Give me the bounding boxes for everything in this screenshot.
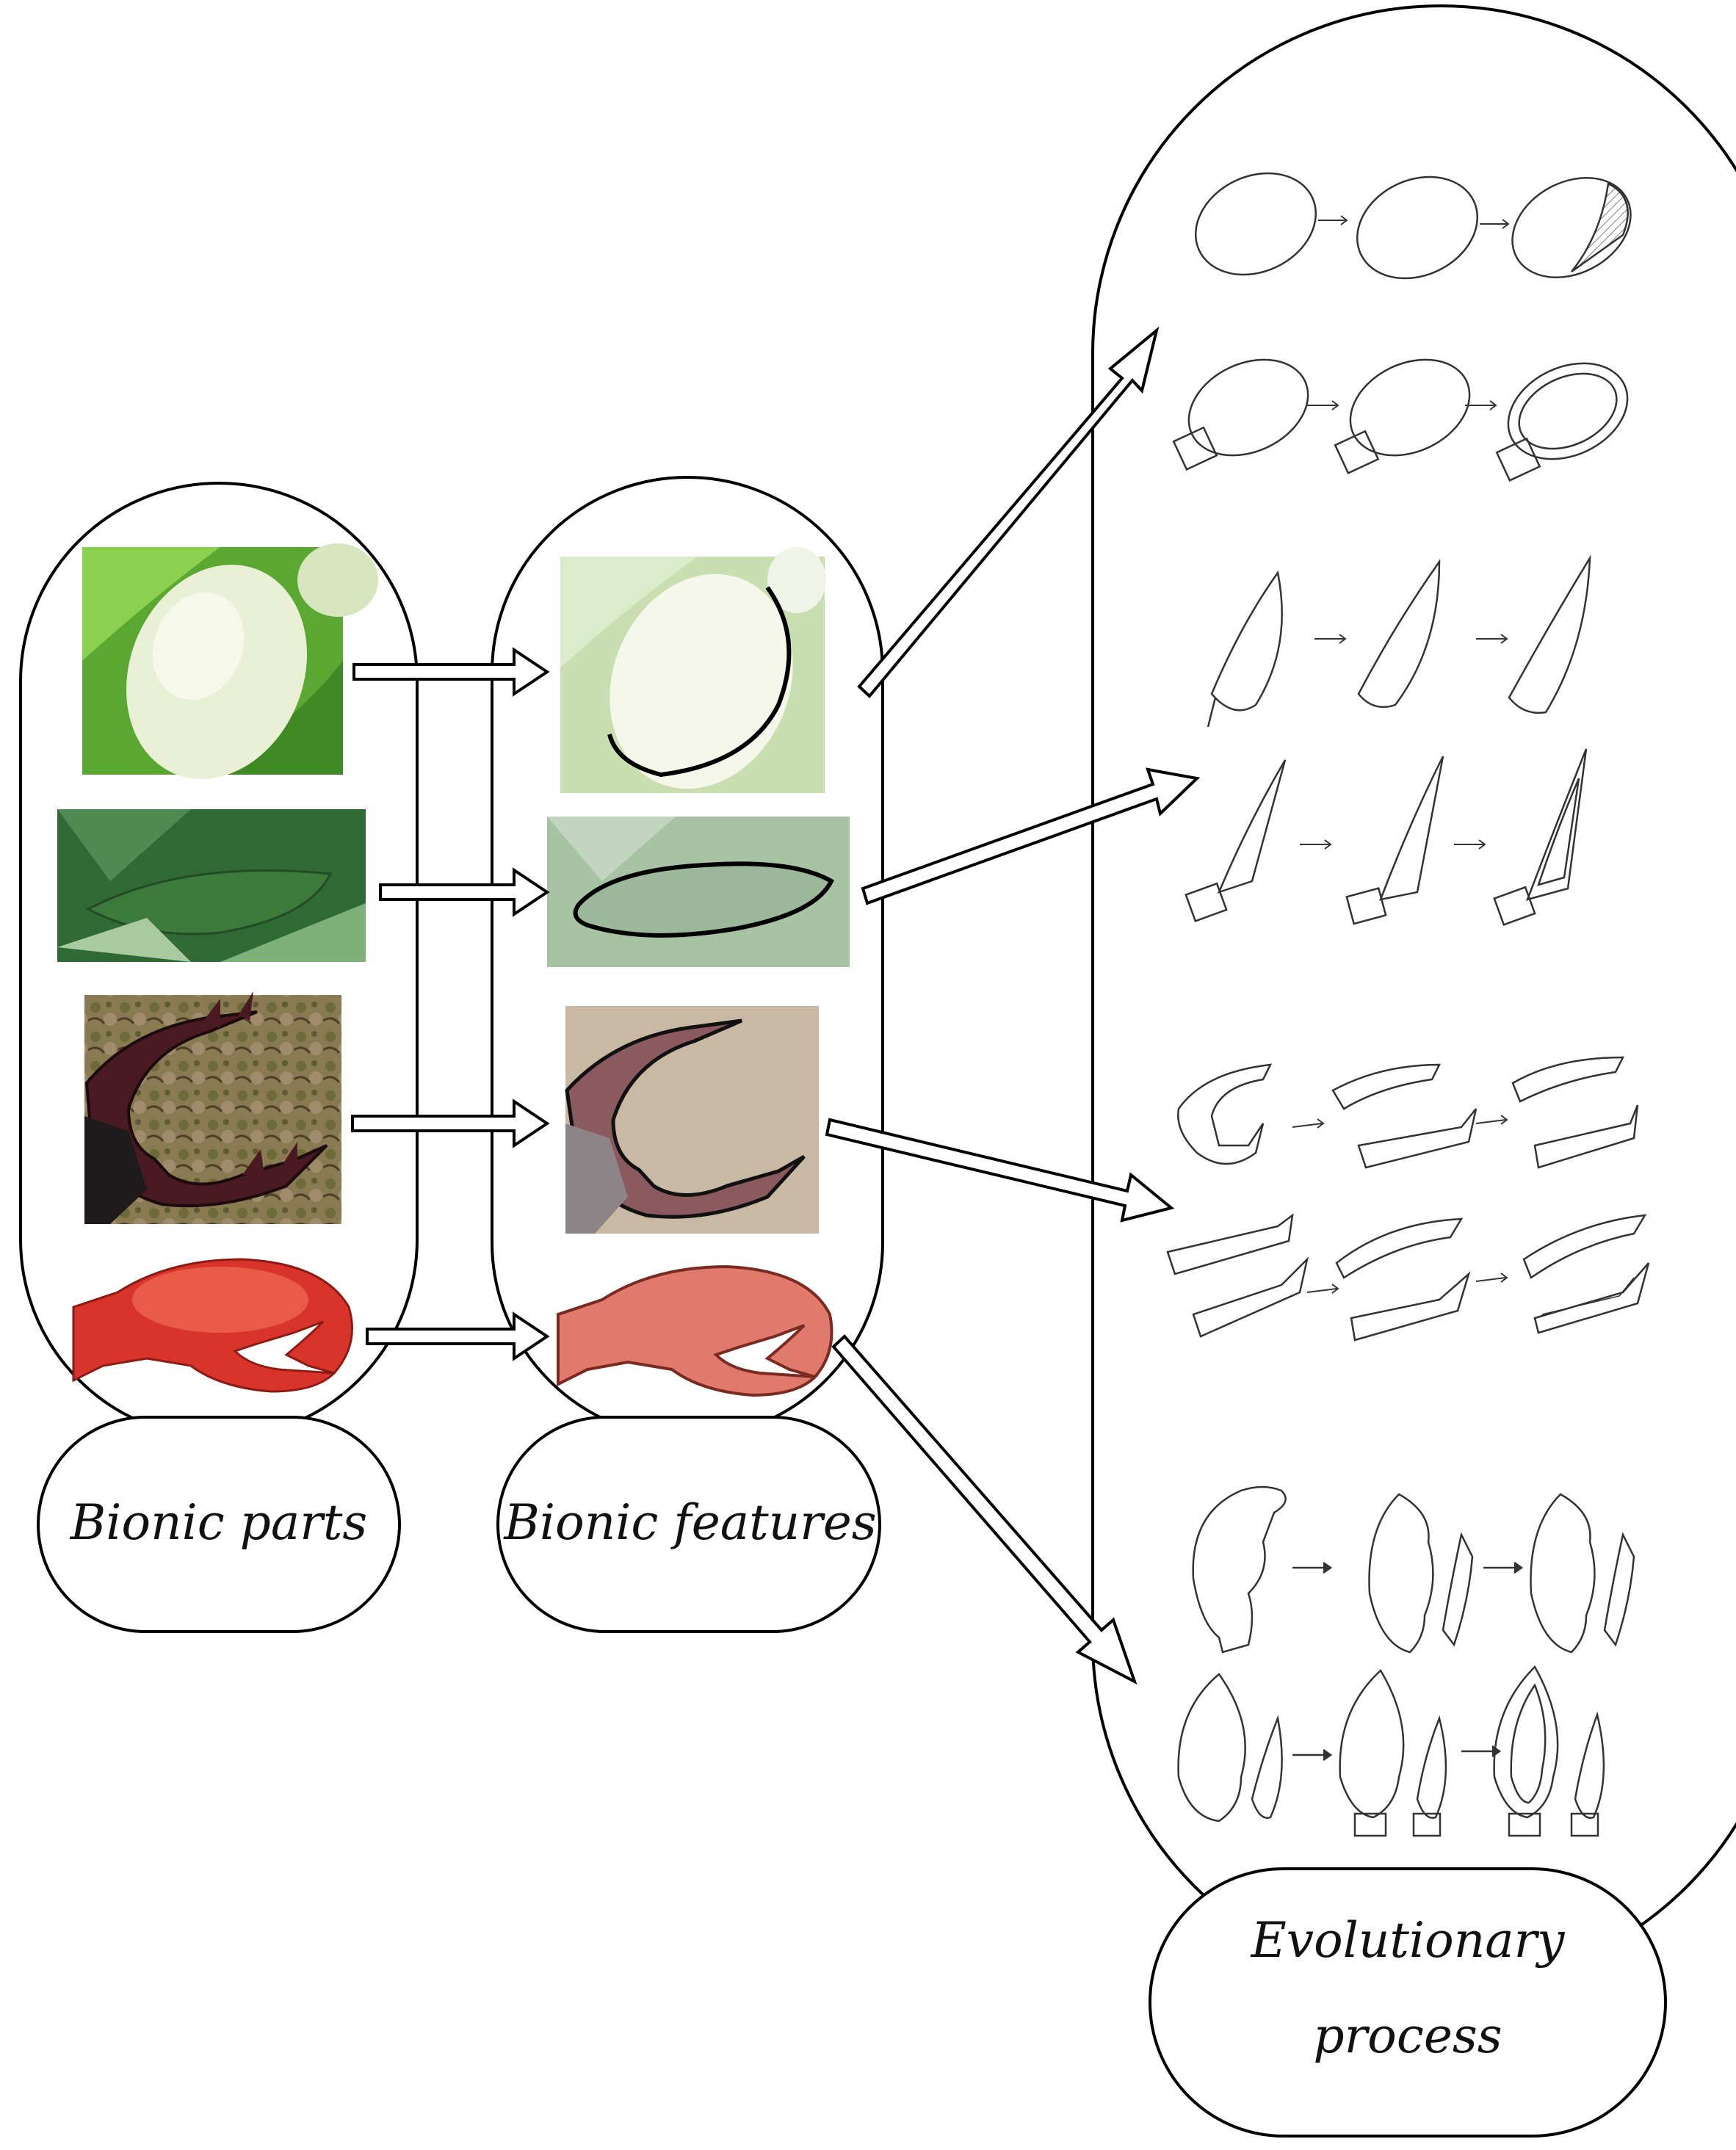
bionic-parts-label-box [37,1416,401,1633]
bean-sketch-row-1 [1194,172,1632,280]
bionic-parts-label: Bionic parts [70,1494,367,1551]
bionic-parts-panel: Bionic parts [19,482,419,1633]
arrow-lobster-evolution [831,1334,1138,1685]
arrow-lobster [366,1311,550,1361]
evolutionary-process-label-box [1149,1867,1667,2138]
leaf-feature-image [547,817,850,967]
bionic-features-label-box [496,1416,881,1633]
beetle-feature-image [565,1006,819,1234]
evolutionary-process-capsule [1091,4,1736,1990]
mandible-sketch-row-1 [1177,1056,1639,1169]
bean-photo [82,543,378,779]
sketch-arrow [1318,215,1348,225]
leaf-sketch-row-2 [1185,748,1588,926]
bionic-features-label: Bionic features [503,1494,876,1551]
mandible-sketch-row-2 [1166,1213,1650,1342]
evolutionary-process-label-line2: process [1313,2008,1502,2064]
bean-contour [607,586,792,778]
bionic-features-panel: Bionic features [491,476,884,1633]
evolutionary-process-panel: Evolutionary process [1091,4,1736,2138]
features-to-evolution-arrows [825,326,1201,1685]
leaf-sketch-row-1 [1207,554,1591,728]
bean-sketch-row-2 [1172,358,1629,482]
beetle-photo [84,991,341,1224]
bean-feature-image [560,547,826,793]
arrow-beetle [351,1098,550,1148]
arrow-leaf-evolution [861,767,1201,905]
arrow-leaf [379,867,550,917]
arrow-beetle-evolution [825,1118,1175,1223]
evolutionary-process-label-line1: Evolutionary [1251,1912,1566,1969]
leaf-contour [573,861,834,938]
lobster-photo [72,1258,353,1393]
arrow-bean-evolution [857,326,1160,698]
claw-sketch-row-2 [1177,1665,1605,1837]
arrow-bean [352,647,550,697]
leaf-photo [57,809,366,962]
claw-sketch-row-1 [1192,1485,1635,1654]
parts-to-features-arrows [351,647,550,1361]
lobster-feature-image [557,1264,833,1397]
